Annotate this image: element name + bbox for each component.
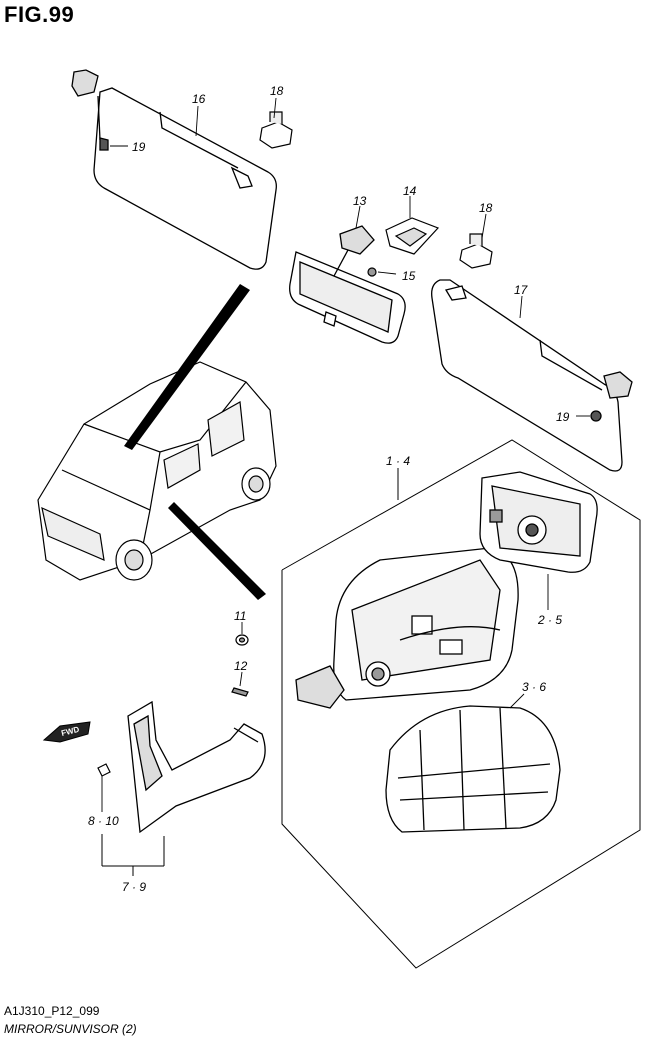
fwd-arrow-icon: FWD (42, 721, 91, 743)
fwd-label: FWD (60, 725, 80, 738)
callout-8-10: 8 · 10 (88, 814, 119, 828)
callout-7-9: 7 · 9 (122, 880, 146, 894)
clip-8-10[interactable] (97, 763, 111, 777)
vehicle-outline (37, 361, 277, 581)
washer-11[interactable] (235, 634, 249, 646)
callout-18-left: 18 (270, 84, 284, 98)
mirror-cover[interactable] (385, 705, 561, 833)
callout-11: 11 (234, 609, 246, 623)
callout-12: 12 (234, 659, 248, 673)
clip-18-left[interactable] (259, 111, 293, 149)
leader-lines (101, 97, 590, 812)
screw-15[interactable] (367, 267, 377, 277)
rearview-mirror[interactable] (289, 225, 406, 344)
mirror-cover-14[interactable] (385, 217, 440, 255)
assembly-box-outline (281, 439, 641, 969)
door-mirror-housing[interactable] (295, 547, 519, 709)
callout-13: 13 (353, 194, 367, 208)
callout-14: 14 (403, 184, 417, 198)
callout-19-right: 19 (556, 410, 570, 424)
mirror-glass[interactable] (479, 471, 598, 573)
callout-2-5: 2 · 5 (537, 613, 562, 627)
callout-17: 17 (514, 283, 529, 297)
callout-16: 16 (192, 92, 206, 106)
callout-19-left: 19 (132, 140, 146, 154)
leader-wedge-upper (124, 284, 250, 450)
sunvisor-right[interactable] (431, 279, 633, 472)
callout-1-4: 1 · 4 (386, 454, 410, 468)
callout-3-6: 3 · 6 (522, 680, 546, 694)
figure-caption: MIRROR/SUNVISOR (2) (4, 1022, 137, 1036)
callout-18-right: 18 (479, 201, 493, 215)
screw-12[interactable] (231, 687, 249, 697)
mirror-garnish[interactable] (127, 700, 266, 834)
leader-wedge-lower (168, 502, 266, 600)
clip-18-right[interactable] (459, 233, 493, 269)
figure-code: A1J310_P12_099 (4, 1004, 100, 1018)
callout-15: 15 (402, 269, 416, 283)
figure-title: FIG.99 (4, 2, 75, 27)
bracket-7-9 (101, 834, 165, 876)
sunvisor-left[interactable] (71, 69, 277, 270)
